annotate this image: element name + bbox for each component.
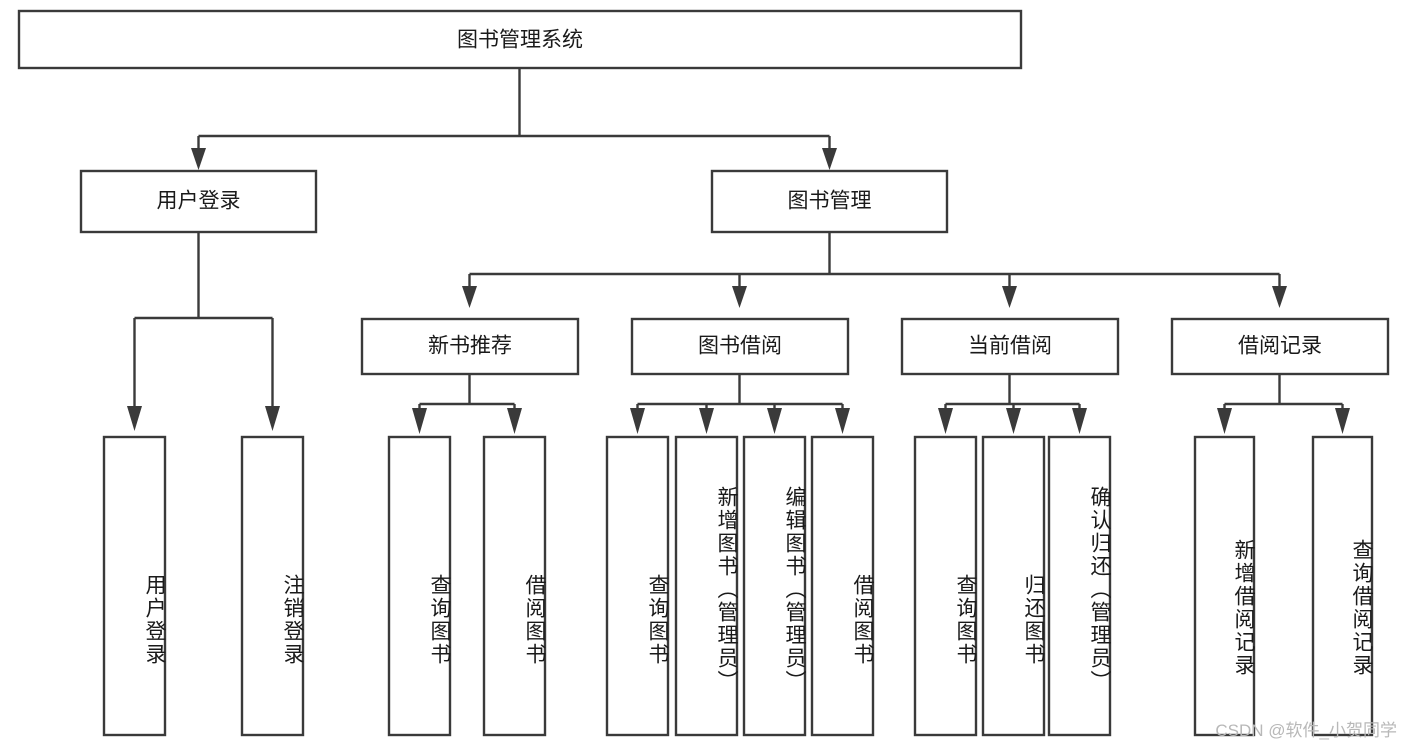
node-box-new-book-recommend[interactable] xyxy=(360,317,580,376)
node-label-user-login: 用户登录 xyxy=(157,190,241,213)
node-box-leaf-add-record[interactable] xyxy=(1193,435,1256,737)
node-box-user-login[interactable] xyxy=(79,169,318,234)
connector-group-borrow-record xyxy=(1217,374,1350,434)
arrow-head-leaf-query-record xyxy=(1335,408,1350,434)
arrow-head-leaf-query-book-2 xyxy=(630,408,645,434)
node-box-book-borrow[interactable] xyxy=(630,317,850,376)
node-label-book-manage: 图书管理 xyxy=(788,190,872,213)
arrow-head-new-book-recommend xyxy=(462,286,477,308)
node-label-borrow-record: 借阅记录 xyxy=(1238,335,1322,358)
connector-group-book-borrow xyxy=(630,374,850,434)
node-box-book-manage[interactable] xyxy=(710,169,949,234)
node-label-new-book-recommend: 新书推荐 xyxy=(428,335,512,358)
arrow-head-user-login xyxy=(191,148,206,170)
arrow-head-leaf-return-book xyxy=(1006,408,1021,434)
arrow-head-leaf-edit-book xyxy=(767,408,782,434)
node-box-leaf-return-book[interactable] xyxy=(981,435,1046,737)
arrow-head-leaf-borrow-book-1 xyxy=(507,408,522,434)
node-box-leaf-user-logout[interactable] xyxy=(240,435,305,737)
arrow-head-borrow-record xyxy=(1272,286,1287,308)
connector-group-book-manage xyxy=(462,232,1287,308)
arrow-head-leaf-add-record xyxy=(1217,408,1232,434)
node-box-leaf-query-record[interactable] xyxy=(1311,435,1374,737)
arrow-head-book-manage xyxy=(822,148,837,170)
arrow-head-leaf-user-login xyxy=(127,406,142,431)
node-box-leaf-borrow-book-1[interactable] xyxy=(482,435,547,737)
arrow-head-book-borrow xyxy=(732,286,747,308)
node-box-leaf-confirm-return[interactable] xyxy=(1047,435,1112,737)
node-box-borrow-record[interactable] xyxy=(1170,317,1390,376)
node-label-title: 图书管理系统 xyxy=(457,29,583,52)
node-box-leaf-user-login[interactable] xyxy=(102,435,167,737)
arrow-head-leaf-borrow-book-2 xyxy=(835,408,850,434)
connector-group-new-book-recommend xyxy=(412,374,522,434)
node-label-book-borrow: 图书借阅 xyxy=(698,335,782,358)
node-box-leaf-edit-book[interactable] xyxy=(742,435,807,737)
arrow-head-leaf-add-book xyxy=(699,408,714,434)
arrow-head-current-borrow xyxy=(1002,286,1017,308)
arrow-head-leaf-query-book-1 xyxy=(412,408,427,434)
connector-group-user-login xyxy=(127,232,280,431)
connector-group-current-borrow xyxy=(938,374,1087,434)
arrow-head-leaf-confirm-return xyxy=(1072,408,1087,434)
node-box-leaf-add-book[interactable] xyxy=(674,435,739,737)
watermark-text: CSDN @软件_小贺同学 xyxy=(1215,721,1397,740)
node-label-current-borrow: 当前借阅 xyxy=(968,335,1052,358)
node-box-title[interactable] xyxy=(17,9,1023,70)
arrow-head-leaf-query-book-3 xyxy=(938,408,953,434)
node-box-leaf-query-book-2[interactable] xyxy=(605,435,670,737)
node-box-leaf-query-book-3[interactable] xyxy=(913,435,978,737)
node-box-current-borrow[interactable] xyxy=(900,317,1120,376)
node-box-leaf-query-book-1[interactable] xyxy=(387,435,452,737)
arrow-head-leaf-user-logout xyxy=(265,406,280,431)
connector-group-root xyxy=(191,68,837,170)
node-box-leaf-borrow-book-2[interactable] xyxy=(810,435,875,737)
